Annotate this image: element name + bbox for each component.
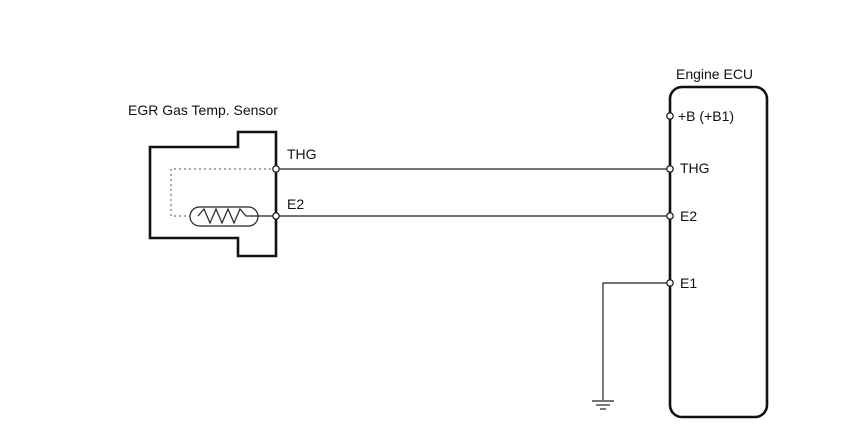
ecu-e1-terminal	[666, 279, 674, 287]
ecu-thg-terminal	[666, 165, 674, 173]
ecu-b-terminal	[666, 112, 674, 120]
sensor-e2-label: E2	[287, 196, 305, 212]
sensor-thg-label: THG	[287, 146, 317, 162]
thermistor-resistor-icon	[197, 207, 258, 225]
ecu-b-label: +B (+B1)	[678, 108, 735, 124]
sensor-title: EGR Gas Temp. Sensor	[128, 102, 278, 118]
ecu-title: Engine ECU	[676, 66, 754, 82]
ground-icon	[592, 400, 614, 410]
sensor-e2-terminal	[272, 212, 280, 220]
ecu-e1-label: E1	[680, 275, 698, 291]
ecu-box	[668, 85, 769, 419]
sensor-thg-terminal	[272, 165, 280, 173]
sensor-internal-lead	[170, 168, 276, 217]
ecu-e2-terminal	[666, 212, 674, 220]
ecu-thg-label: THG	[680, 160, 710, 176]
sensor-housing	[148, 130, 278, 258]
ecu-e2-label: E2	[680, 208, 698, 224]
ground-wire	[602, 282, 670, 400]
